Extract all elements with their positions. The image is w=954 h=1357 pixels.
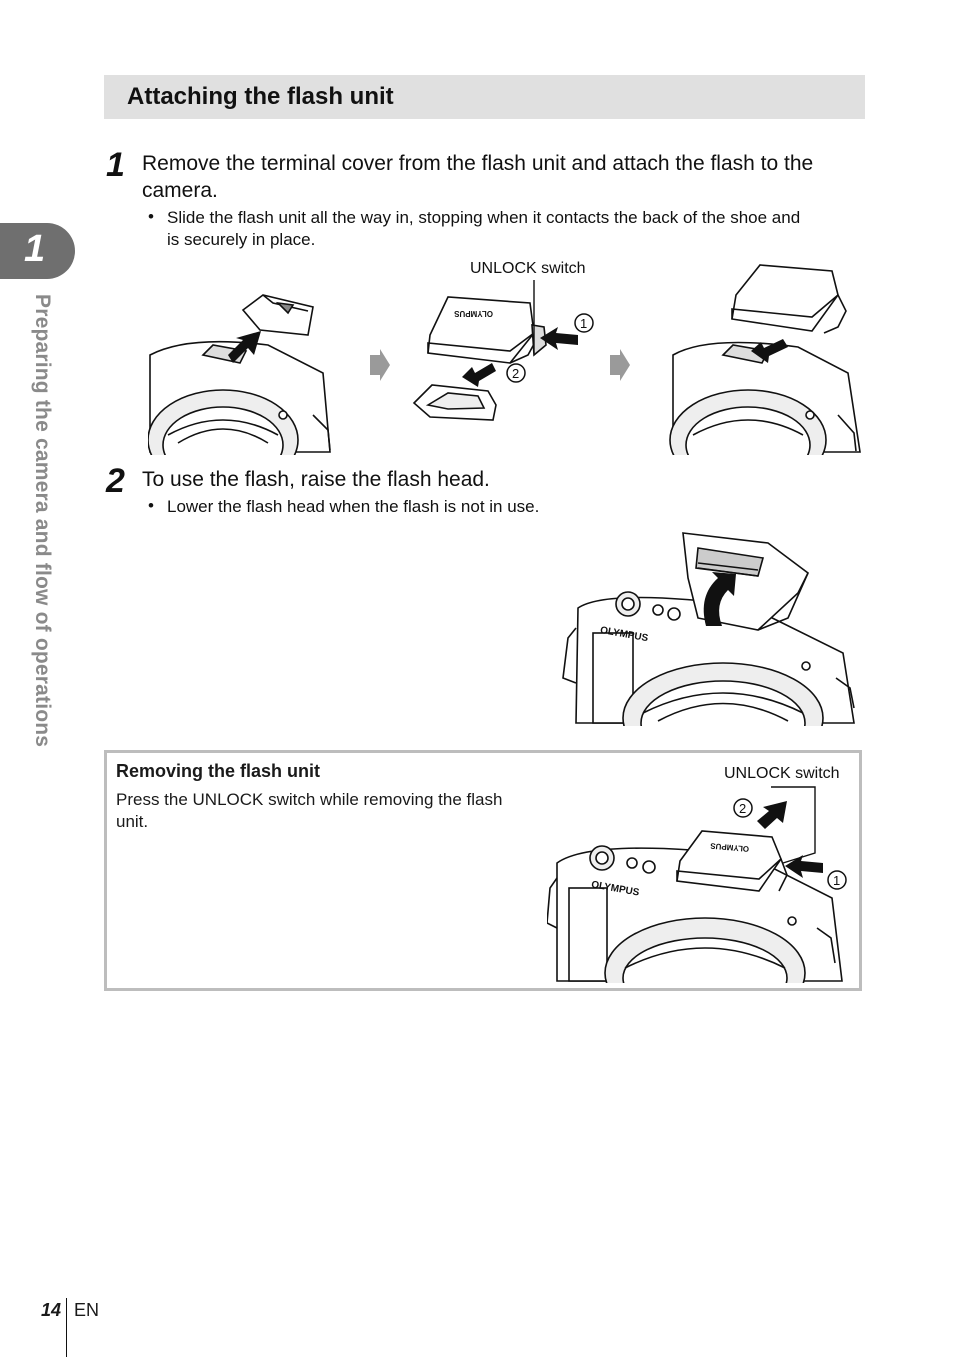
arrow-left-icon — [785, 855, 823, 878]
remove-flash-illustration: OLYMPUS OLYMPUS 1 2 — [547, 786, 847, 983]
camera-shoe-illustration — [148, 294, 331, 455]
step-1-line-1: Remove the terminal cover from the flash… — [142, 152, 814, 175]
arrow-down-left-icon — [751, 339, 788, 363]
flash-unit-illustration: OLYMPUS — [412, 296, 547, 421]
callout-1-icon — [827, 870, 847, 890]
arrow-up-icon — [228, 331, 261, 363]
section-header: Attaching the flash unit — [104, 75, 865, 119]
bullet-dot: • — [148, 496, 154, 515]
step-2-number: 2 — [106, 462, 125, 500]
chapter-number: 1 — [24, 228, 46, 270]
removal-title: Removing the flash unit — [116, 761, 321, 781]
svg-text:OLYMPUS: OLYMPUS — [454, 309, 493, 318]
removal-text: Press the UNLOCK switch while removing t… — [116, 790, 503, 831]
rotate-up-arrow-icon — [703, 572, 736, 626]
callout-2-icon — [733, 798, 753, 818]
step-1-bullet-line-1: Slide the flash unit all the way in, sto… — [167, 208, 801, 227]
callout-1-label: 1 — [833, 873, 840, 888]
callout-1-label: 1 — [580, 316, 587, 331]
callout-2-icon — [506, 363, 526, 383]
footer-divider — [66, 1298, 67, 1357]
removal-info-box: Removing the flash unit Press the UNLOCK… — [104, 750, 862, 991]
chapter-tab: 1 — [0, 223, 75, 279]
camera-flash-attach-illustration — [669, 264, 861, 455]
chapter-side-title: Preparing the camera and flow of operati… — [31, 294, 54, 748]
bullet-dot: • — [148, 207, 154, 226]
arrow-left-icon — [462, 327, 578, 387]
callout-2-label: 2 — [739, 801, 746, 816]
step-1-line-2: camera. — [142, 179, 218, 202]
step-2-bullet: Lower the flash head when the flash is n… — [167, 497, 540, 516]
callout-1-icon — [574, 313, 594, 333]
step-1-illustration: OLYMPUS UNLOCK switch 1 2 — [148, 260, 861, 455]
raise-flash-illustration: OLYMPUS — [562, 532, 855, 726]
step-1-bullet-line-2: is securely in place. — [167, 230, 316, 249]
step-1-number: 1 — [106, 146, 125, 184]
callout-2-label: 2 — [512, 366, 519, 381]
process-arrow-icon — [370, 349, 630, 381]
step-2-text: To use the flash, raise the flash head. — [142, 468, 490, 491]
flash-brand-text: OLYMPUS — [709, 841, 749, 853]
arrow-up-right-icon — [757, 801, 787, 829]
unlock-switch-label: UNLOCK switch — [724, 765, 840, 782]
language-code: EN — [74, 1300, 100, 1320]
section-title: Attaching the flash unit — [127, 83, 394, 110]
page-number: 14 — [41, 1300, 62, 1320]
unlock-switch-label: UNLOCK switch — [470, 260, 586, 277]
